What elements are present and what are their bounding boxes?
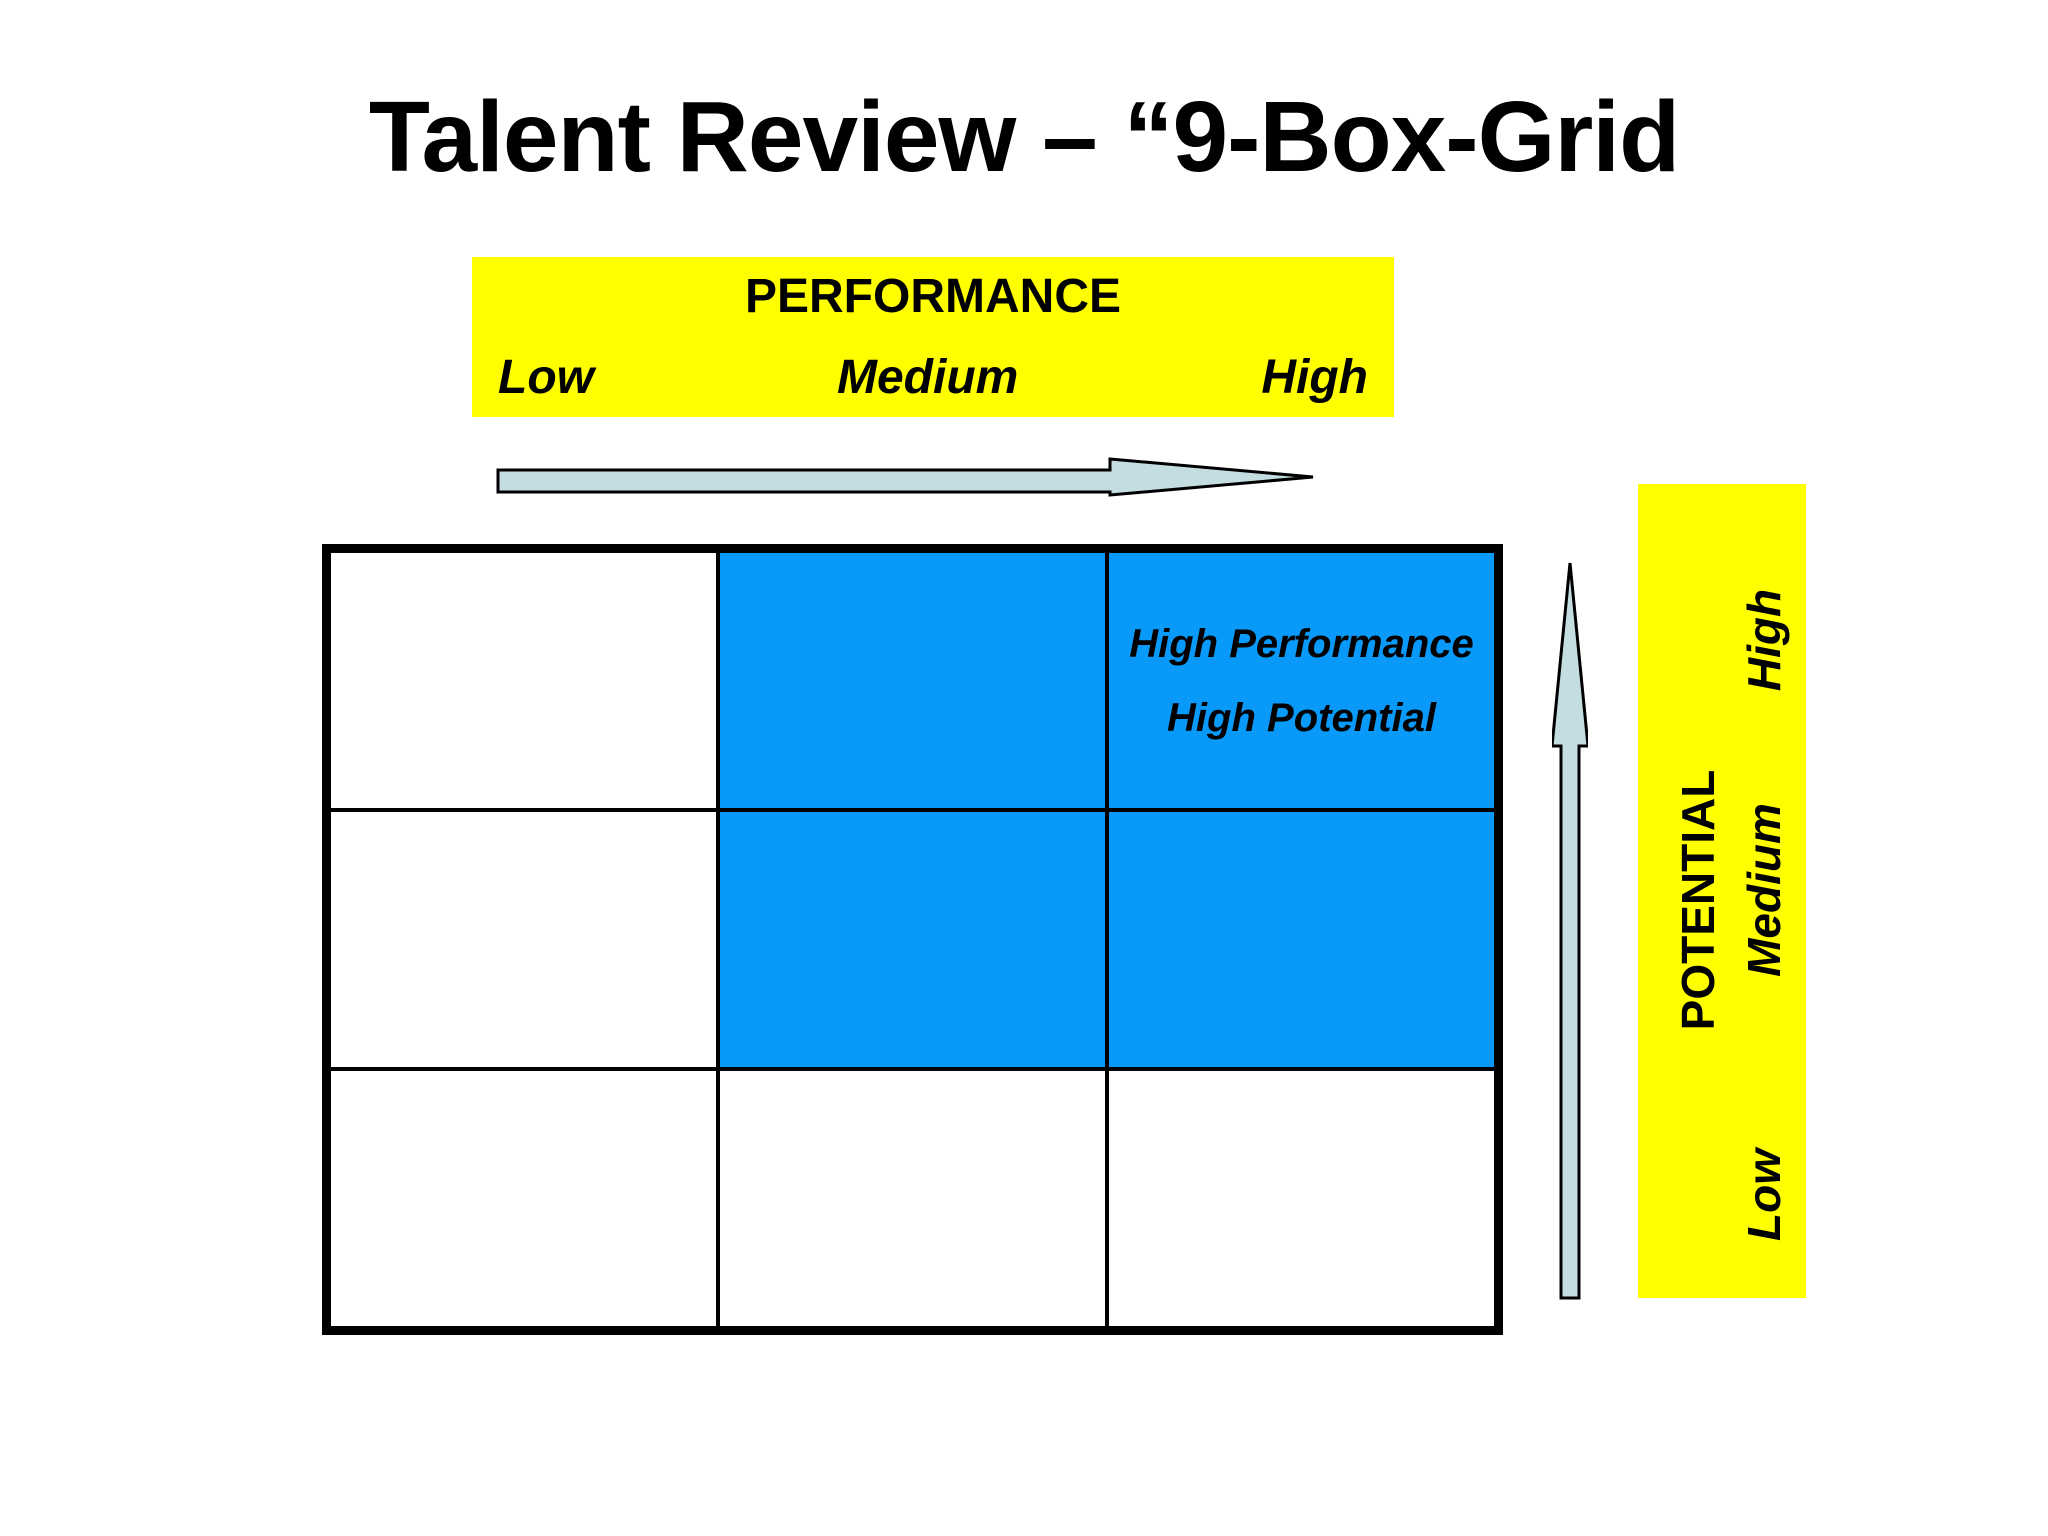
performance-axis-levels: Low Medium High: [498, 350, 1368, 405]
nine-box-grid: High Performance High Potential: [322, 544, 1503, 1335]
grid-cell-r3c1: [329, 1069, 718, 1328]
grid-cell-r1c1: [329, 551, 718, 810]
potential-axis-banner: POTENTIAL High Medium Low: [1638, 484, 1806, 1298]
right-arrow-shape: [496, 457, 1314, 497]
performance-level-high: High: [1261, 351, 1368, 404]
potential-level-high: High: [1738, 588, 1790, 692]
potential-axis-label: POTENTIAL: [1672, 769, 1724, 1031]
grid-cell-r2c2: [718, 810, 1107, 1069]
potential-level-medium: Medium: [1738, 803, 1790, 977]
grid-cell-r3c3: [1107, 1069, 1496, 1328]
cell-text-line: High Performance: [1129, 621, 1474, 666]
grid-cell-r2c3: [1107, 810, 1496, 1069]
cell-text-line: High Potential: [1167, 695, 1436, 740]
potential-up-arrow-icon: [1552, 562, 1588, 1300]
potential-level-low: Low: [1738, 1149, 1790, 1241]
up-arrow-shape: [1552, 562, 1588, 1300]
performance-level-low: Low: [498, 351, 594, 404]
performance-axis-label: PERFORMANCE: [744, 270, 1121, 323]
performance-level-medium: Medium: [837, 351, 1019, 404]
performance-right-arrow-icon: [496, 457, 1314, 497]
performance-axis-banner: PERFORMANCE Low Medium High: [472, 257, 1394, 417]
grid-cell-r3c2: [718, 1069, 1107, 1328]
grid-cell-r2c1: [329, 810, 718, 1069]
grid-cell-r1c2: [718, 551, 1107, 810]
slide-title: Talent Review – “9-Box-Grid: [368, 81, 1680, 193]
grid-cell-r1c3: High Performance High Potential: [1107, 551, 1496, 810]
